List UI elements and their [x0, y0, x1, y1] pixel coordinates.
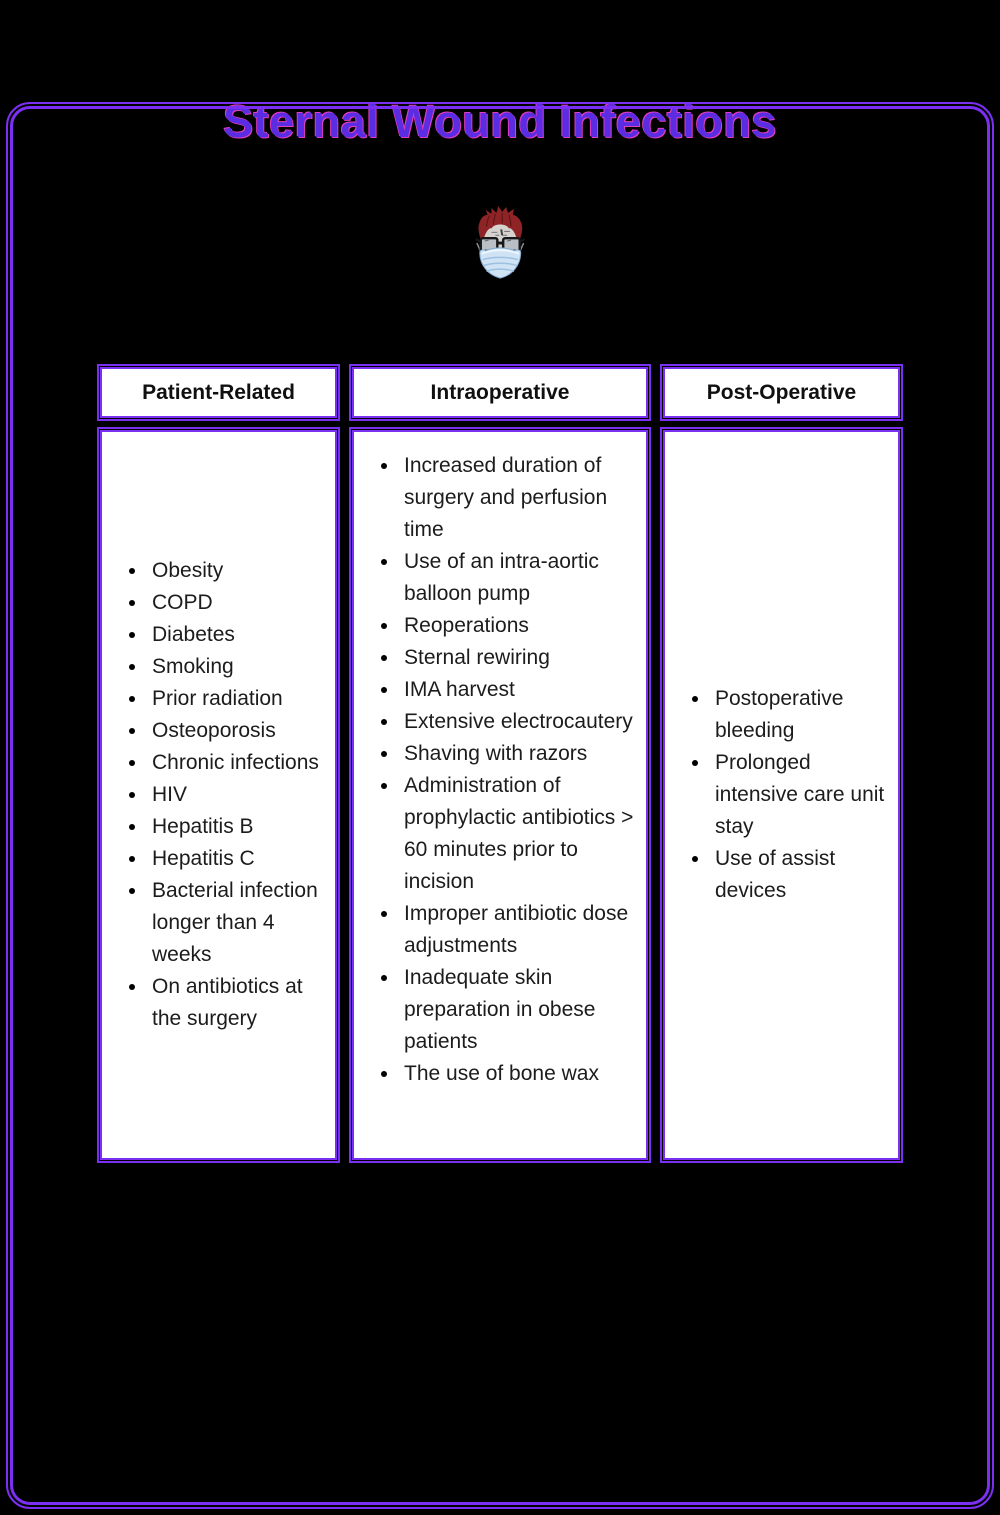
risk-factor-item: Bacterial infection longer than 4 weeks — [148, 875, 327, 971]
masked-doctor-icon — [0, 206, 1000, 282]
column-post-operative: Post-Operative Postoperative bleedingPro… — [660, 364, 903, 1163]
column-content: ObesityCOPDDiabetesSmokingPrior radiatio… — [100, 430, 337, 1160]
infographic-page: Sternal Wound Infections — [0, 96, 1000, 1509]
column-header-label: Intraoperative — [430, 380, 570, 404]
column-content: Increased duration of surgery and perfus… — [352, 430, 648, 1160]
column-header-label: Post-Operative — [706, 380, 857, 404]
risk-factor-item: Osteoporosis — [148, 715, 327, 747]
risk-factor-item: Improper antibiotic dose adjustments — [400, 898, 638, 962]
risk-factor-item: Obesity — [148, 555, 327, 587]
risk-factor-item: Increased duration of surgery and perfus… — [400, 450, 638, 546]
risk-factor-item: Hepatitis B — [148, 811, 327, 843]
risk-factor-item: Reoperations — [400, 610, 638, 642]
risk-factor-item: Use of an intra-aortic balloon pump — [400, 546, 638, 610]
risk-factor-item: Extensive electrocautery — [400, 706, 638, 738]
risk-factor-item: Sternal rewiring — [400, 642, 638, 674]
doctor-face-icon — [475, 206, 525, 279]
column-header-label: Patient-Related — [142, 380, 295, 404]
risk-factor-item: Hepatitis C — [148, 843, 327, 875]
risk-factor-item: IMA harvest — [400, 674, 638, 706]
column-content: Postoperative bleedingProlonged intensiv… — [663, 430, 900, 1160]
risk-factor-item: Chronic infections — [148, 747, 327, 779]
risk-factor-item: Inadequate skin preparation in obese pat… — [400, 962, 638, 1058]
risk-factor-item: HIV — [148, 779, 327, 811]
risk-factor-item: Diabetes — [148, 619, 327, 651]
column-patient-related: Patient-Related ObesityCOPDDiabetesSmoki… — [97, 364, 340, 1163]
risk-factor-item: Smoking — [148, 651, 327, 683]
risk-factor-item: Administration of prophylactic antibioti… — [400, 770, 638, 898]
risk-factor-item: Prior radiation — [148, 683, 327, 715]
risk-factor-item: On antibiotics at the surgery — [148, 971, 327, 1035]
risk-factor-item: Shaving with razors — [400, 738, 638, 770]
page-title: Sternal Wound Infections — [223, 96, 777, 147]
risk-factor-item: Use of assist devices — [711, 843, 890, 907]
column-header: Post-Operative — [663, 367, 900, 418]
risk-factor-item: The use of bone wax — [400, 1058, 638, 1090]
risk-factor-table: Patient-Related ObesityCOPDDiabetesSmoki… — [97, 364, 903, 1163]
risk-factor-item: Postoperative bleeding — [711, 683, 890, 747]
column-intraoperative: Intraoperative Increased duration of sur… — [349, 364, 651, 1163]
risk-factor-list: Postoperative bleedingProlonged intensiv… — [681, 683, 890, 907]
column-header: Intraoperative — [352, 367, 648, 418]
risk-factor-item: Prolonged intensive care unit stay — [711, 747, 890, 843]
column-header: Patient-Related — [100, 367, 337, 418]
risk-factor-item: COPD — [148, 587, 327, 619]
risk-factor-list: ObesityCOPDDiabetesSmokingPrior radiatio… — [118, 555, 327, 1035]
risk-factor-list: Increased duration of surgery and perfus… — [370, 450, 638, 1090]
